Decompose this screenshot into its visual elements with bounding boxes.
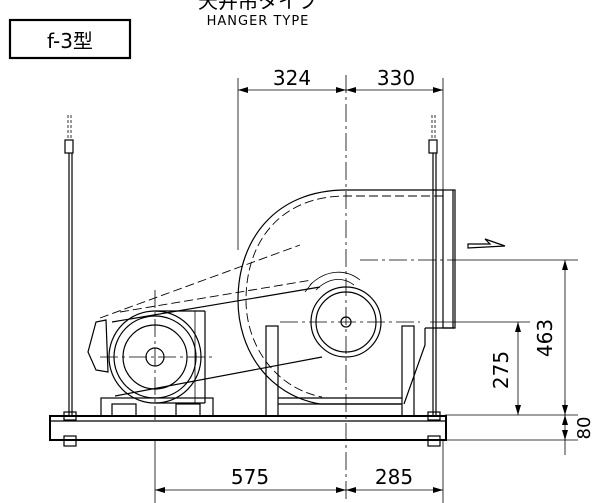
type-label-box: f-3型 — [8, 18, 132, 60]
dimension-lines — [155, 87, 568, 493]
dim-right-outer: 463 — [533, 319, 557, 357]
extension-lines — [154, 78, 578, 503]
dim-top-left: 324 — [273, 66, 311, 90]
discharge-arrow — [467, 238, 506, 249]
v-belt — [99, 244, 323, 397]
dim-right-inner: 275 — [489, 351, 513, 389]
fan-scroll-casing — [237, 189, 456, 405]
type-label: f-3型 — [47, 29, 93, 53]
hanger-rod-left — [63, 115, 77, 447]
dim-top-right: 330 — [377, 66, 415, 90]
base-frame — [49, 415, 447, 441]
fan-pulley — [310, 286, 382, 358]
center-lines — [100, 75, 455, 503]
title-block: 天井吊タイプ HANGER TYPE — [198, 0, 318, 29]
dimension-texts: 324 330 575 285 463 275 80 — [231, 66, 595, 489]
title-jp: 天井吊タイプ — [198, 0, 318, 13]
hanger-rod-right — [427, 115, 441, 447]
dim-right-base: 80 — [574, 417, 595, 440]
fan-support-stand — [265, 325, 415, 417]
dim-bottom-right: 285 — [375, 465, 413, 489]
dim-bottom-left: 575 — [231, 465, 269, 489]
title-en: HANGER TYPE — [207, 14, 310, 29]
motor — [87, 310, 214, 417]
